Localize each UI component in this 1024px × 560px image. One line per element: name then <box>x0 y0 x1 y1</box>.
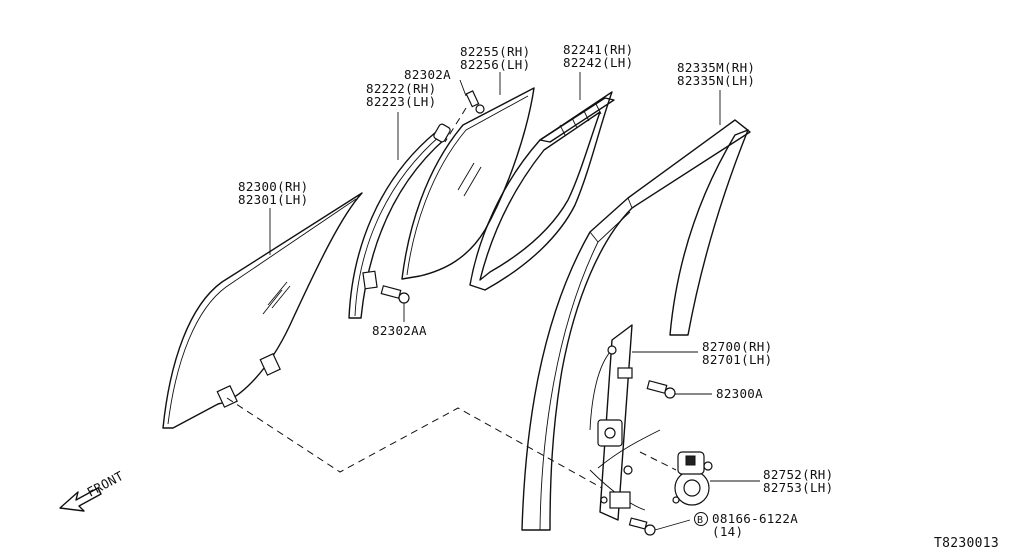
label-82753: 82753(LH) <box>763 480 833 495</box>
label-82300: 82300(RH) <box>238 179 308 194</box>
circle-b-icon: B <box>694 512 708 526</box>
clip-82302AA <box>380 285 410 304</box>
label-82242: 82242(LH) <box>563 55 633 70</box>
dashed-link-glass-regulator <box>226 397 603 489</box>
label-82300A: 82300A <box>716 386 763 401</box>
bolt-08166 <box>628 517 656 536</box>
label-08166-qty: (14) <box>712 524 743 539</box>
label-82302AA: 82302AA <box>372 323 427 338</box>
label-82701: 82701(LH) <box>702 352 772 367</box>
dashed-link-motor <box>639 451 677 471</box>
label-82241: 82241(RH) <box>563 42 633 57</box>
regulator-motor <box>672 451 713 506</box>
label-82222: 82222(RH) <box>366 81 436 96</box>
label-82223: 82223(LH) <box>366 94 436 109</box>
label-82256: 82256(LH) <box>460 57 530 72</box>
label-82335M: 82335M(RH) <box>677 60 755 75</box>
leader-lines <box>269 72 760 531</box>
quarter-glass-frame <box>469 91 615 291</box>
label-82255: 82255(RH) <box>460 44 530 59</box>
rear-quarter-glass <box>401 87 535 280</box>
front-arrow-icon <box>59 487 102 512</box>
door-glass <box>162 192 363 429</box>
front-label: FRONT <box>84 468 126 500</box>
glass-run-strip <box>348 123 451 319</box>
label-82752: 82752(RH) <box>763 467 833 482</box>
diagram-id: T8230013 <box>934 536 999 551</box>
label-82301: 82301(LH) <box>238 192 308 207</box>
label-08166: 08166-6122A <box>712 511 798 526</box>
label-82302A: 82302A <box>404 67 451 82</box>
clip-82302A <box>444 90 485 143</box>
label-82700: 82700(RH) <box>702 339 772 354</box>
label-82335N: 82335N(LH) <box>677 73 755 88</box>
bolt-82300A <box>646 380 676 399</box>
svg-text:B: B <box>697 515 703 526</box>
window-regulator <box>589 324 661 521</box>
door-sash <box>521 119 751 531</box>
